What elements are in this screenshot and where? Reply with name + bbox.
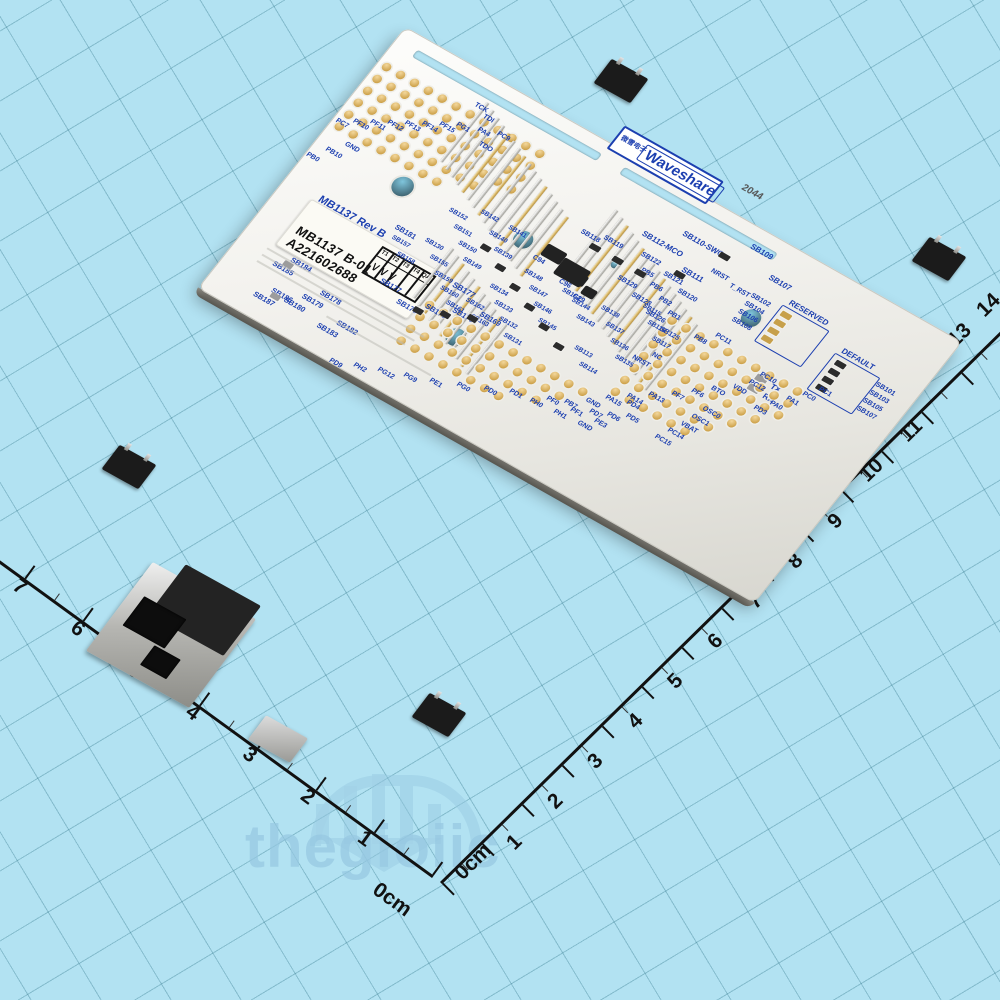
sb-mid-37: SB114 — [577, 360, 599, 376]
sb-mid-8: SB149 — [461, 255, 483, 272]
sb-mid-20: SB133 — [492, 298, 515, 315]
sb-mid-36: SB113 — [572, 344, 594, 360]
sb-mid-23: SB130 — [423, 236, 445, 253]
pin-label-ph2: PH2 — [351, 361, 368, 375]
sb-chip-mid-3 — [508, 282, 522, 293]
sb-mid-14: SB143 — [574, 313, 597, 329]
sb-mid-19: SB134 — [487, 282, 510, 298]
sb-top-2: SB119 — [601, 234, 625, 251]
sb-chip-mid-6 — [552, 341, 565, 352]
swo-bridge — [717, 251, 732, 262]
silk-sb107: SB107 — [766, 273, 794, 293]
silk-trst: T_RST — [727, 282, 752, 300]
sb-top-6: SB129 — [615, 274, 639, 291]
sb-mid-10: SB147 — [526, 284, 549, 300]
silk-nrst: NRST — [709, 267, 731, 283]
watermark-logo-bottom — [300, 774, 482, 872]
